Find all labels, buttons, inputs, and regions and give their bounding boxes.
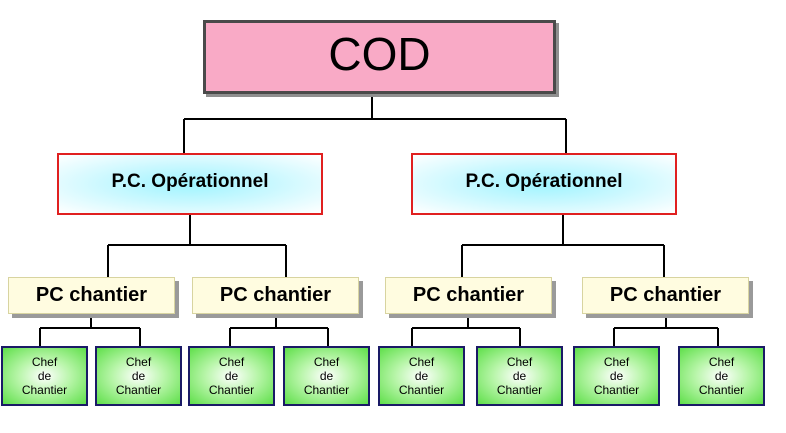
chef-label: Chef de Chantier: [593, 355, 640, 397]
chef-label: Chef de Chantier: [208, 355, 255, 397]
site-pc-label: PC chantier: [412, 284, 525, 306]
chef-box: Chef de Chantier: [188, 346, 275, 406]
chef-box: Chef de Chantier: [1, 346, 88, 406]
operational-pc-box: P.C. Opérationnel: [411, 153, 677, 215]
chef-box: Chef de Chantier: [573, 346, 660, 406]
chef-box: Chef de Chantier: [476, 346, 563, 406]
chef-box: Chef de Chantier: [283, 346, 370, 406]
chef-box: Chef de Chantier: [95, 346, 182, 406]
chef-label: Chef de Chantier: [21, 355, 68, 397]
site-pc-box: PC chantier: [192, 277, 359, 314]
chef-label: Chef de Chantier: [698, 355, 745, 397]
chef-label: Chef de Chantier: [115, 355, 162, 397]
chef-label: Chef de Chantier: [398, 355, 445, 397]
chef-label: Chef de Chantier: [303, 355, 350, 397]
operational-pc-box: P.C. Opérationnel: [57, 153, 323, 215]
cod-box: COD: [203, 20, 556, 94]
site-pc-box: PC chantier: [385, 277, 552, 314]
site-pc-label: PC chantier: [609, 284, 722, 306]
chef-box: Chef de Chantier: [378, 346, 465, 406]
operational-pc-label: P.C. Opérationnel: [111, 171, 269, 192]
chef-box: Chef de Chantier: [678, 346, 765, 406]
site-pc-box: PC chantier: [582, 277, 749, 314]
chef-label: Chef de Chantier: [496, 355, 543, 397]
operational-pc-label: P.C. Opérationnel: [465, 171, 623, 192]
site-pc-label: PC chantier: [35, 284, 148, 306]
site-pc-label: PC chantier: [219, 284, 332, 306]
site-pc-box: PC chantier: [8, 277, 175, 314]
cod-label: COD: [328, 28, 431, 80]
